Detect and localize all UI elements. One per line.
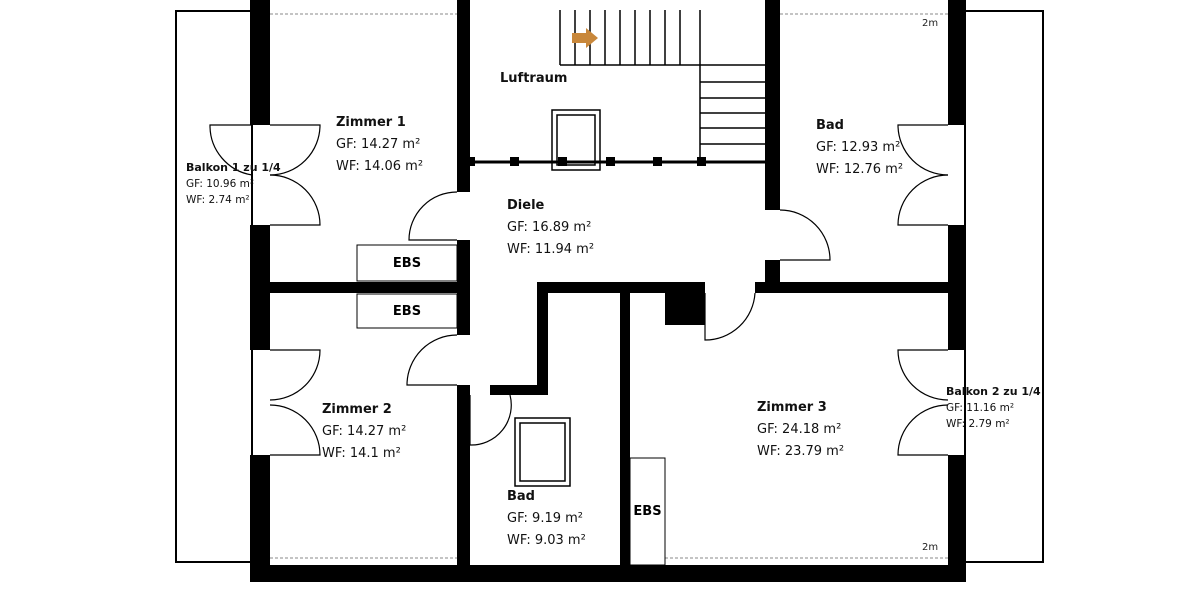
skylight xyxy=(514,417,571,487)
room-gf: GF: 14.27 m² xyxy=(322,424,407,439)
room-wf: WF: 12.76 m² xyxy=(816,162,904,177)
walls xyxy=(250,0,966,582)
height-mark: 2m xyxy=(922,542,939,553)
room-name: Balkon 1 zu 1/4 xyxy=(186,161,281,174)
height-mark: 2m xyxy=(922,18,939,29)
room-name: Diele xyxy=(507,198,545,213)
room-name: Luftraum xyxy=(500,71,568,86)
room-wf: WF: 2.79 m² xyxy=(946,418,1010,430)
skylight xyxy=(551,109,601,171)
staircase xyxy=(559,10,765,160)
room-gf: GF: 12.93 m² xyxy=(816,140,901,155)
room-zimmer-2: Zimmer 2 GF: 14.27 m² WF: 14.1 m² xyxy=(322,399,406,465)
room-name: Balkon 2 zu 1/4 xyxy=(946,385,1041,398)
doors xyxy=(209,124,949,456)
room-name: Zimmer 2 xyxy=(322,402,392,417)
chimney xyxy=(665,282,705,325)
room-zimmer-3: Zimmer 3 GF: 24.18 m² WF: 23.79 m² xyxy=(757,397,844,463)
room-luftraum: Luftraum xyxy=(500,68,567,90)
room-gf: GF: 24.18 m² xyxy=(757,422,842,437)
balcony-2-outline xyxy=(964,10,1044,563)
room-wf: WF: 14.1 m² xyxy=(322,446,401,461)
balcony-1-outline xyxy=(175,10,253,563)
ebs-label: EBS xyxy=(392,303,422,319)
room-name: Zimmer 3 xyxy=(757,400,827,415)
room-name: Zimmer 1 xyxy=(336,115,406,130)
room-wf: WF: 9.03 m² xyxy=(507,533,586,548)
room-gf: GF: 9.19 m² xyxy=(507,511,584,526)
ebs-label: EBS xyxy=(633,504,662,519)
room-gf: GF: 11.16 m² xyxy=(946,402,1015,414)
ebs-label: EBS xyxy=(392,255,422,271)
room-wf: WF: 11.94 m² xyxy=(507,242,595,257)
room-wf: WF: 14.06 m² xyxy=(336,159,424,174)
stair-arrow-icon xyxy=(572,28,598,48)
room-name: Bad xyxy=(816,118,844,133)
room-gf: GF: 14.27 m² xyxy=(336,137,421,152)
room-gf: GF: 10.96 m² xyxy=(186,178,255,190)
room-wf: WF: 23.79 m² xyxy=(757,444,845,459)
room-wf: WF: 2.74 m² xyxy=(186,194,250,206)
room-gf: GF: 16.89 m² xyxy=(507,220,592,235)
room-name: Bad xyxy=(507,489,535,504)
room-zimmer-1: Zimmer 1 GF: 14.27 m² WF: 14.06 m² xyxy=(336,112,423,178)
